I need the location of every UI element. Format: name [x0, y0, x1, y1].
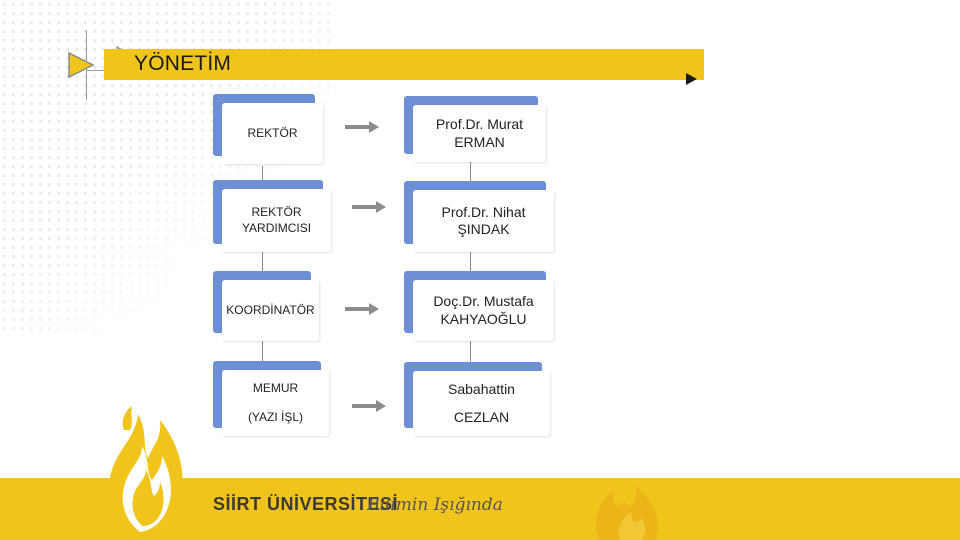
connector-line [262, 250, 263, 272]
org-node-memur-name: Sabahattin CEZLAN [404, 362, 550, 436]
connector-line [470, 341, 471, 364]
org-node-rektor-yardimcisi-role: REKTÖR YARDIMCISI [213, 180, 331, 252]
play-triangle-icon [686, 73, 697, 85]
arrow-right-icon [345, 303, 379, 315]
org-node-koordinator-role: KOORDİNATÖR [213, 271, 319, 341]
play-triangle-icon [68, 51, 95, 79]
arrow-right-icon [352, 201, 386, 213]
role-label: REKTÖR [251, 204, 302, 219]
org-node-rektor-role: REKTÖR [213, 94, 323, 164]
connector-line [262, 166, 263, 182]
university-slogan: Bilimin Işığında [367, 495, 503, 515]
person-name-line: ERMAN [454, 133, 505, 150]
arrow-right-icon [345, 121, 379, 133]
role-label: MEMUR [252, 380, 299, 395]
arrow-right-icon [352, 400, 386, 412]
person-name-line: Prof.Dr. Murat [435, 116, 524, 132]
person-name-line: ŞINDAK [457, 221, 510, 237]
page-title: YÖNETİM [134, 52, 232, 75]
org-node-rektor-yardimcisi-name: Prof.Dr. Nihat ŞINDAK [404, 181, 554, 252]
role-label: KOORDİNATÖR [226, 302, 315, 317]
person-name-line: Doç.Dr. Mustafa [433, 293, 534, 309]
person-name-line: CEZLAN [453, 409, 510, 425]
person-name-line: Sabahattin [448, 380, 515, 397]
person-name-line: KAHYAOĞLU [440, 310, 527, 327]
university-brand-name: SİİRT ÜNİVERSİTESİ [213, 494, 399, 514]
university-mark-icon [192, 492, 208, 516]
connector-line [470, 162, 471, 182]
org-node-rektor-name: Prof.Dr. Murat ERMAN [404, 96, 546, 162]
org-node-koordinator-name: Doç.Dr. Mustafa KAHYAOĞLU [404, 271, 554, 341]
role-label: (YAZI İŞL) [247, 409, 304, 424]
connector-line [262, 341, 263, 364]
title-bar [104, 49, 704, 80]
org-node-memur-role: MEMUR (YAZI İŞL) [213, 361, 329, 436]
role-label: YARDIMCISI [241, 220, 312, 235]
role-label: REKTÖR [247, 125, 298, 140]
header-connector-line [86, 70, 106, 71]
person-name-line: Prof.Dr. Nihat [441, 203, 526, 220]
flame-watermark-icon [595, 486, 658, 540]
connector-line [470, 251, 471, 272]
flame-logo-icon [109, 406, 183, 538]
